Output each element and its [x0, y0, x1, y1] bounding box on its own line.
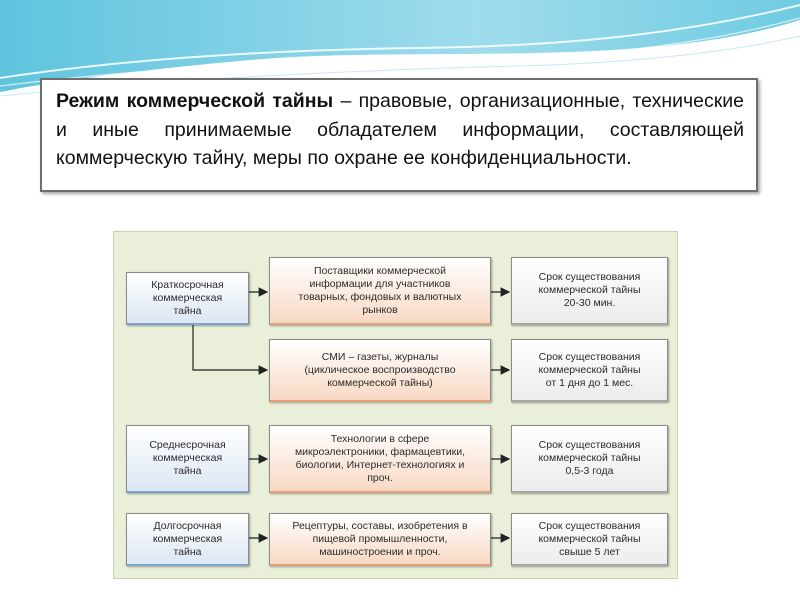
duration-long: Срок существования коммерческой тайны св…	[511, 513, 668, 566]
term-medium: Среднесрочная коммерческая тайна	[126, 425, 249, 493]
definition-box: Режим коммерческой тайны – правовые, орг…	[40, 78, 758, 192]
connector-arrows	[192, 287, 511, 543]
source-technologies: Технологии в сфере микроэлектроники, фар…	[269, 425, 491, 493]
duration-days: Срок существования коммерческой тайны от…	[511, 339, 668, 402]
source-commodity-markets: Поставщики коммерческой информации для у…	[269, 257, 491, 325]
duration-years: Срок существования коммерческой тайны 0,…	[511, 425, 668, 493]
source-recipes: Рецептуры, составы, изобретения в пищево…	[269, 513, 491, 566]
duration-minutes: Срок существования коммерческой тайны 20…	[511, 257, 668, 325]
source-media: СМИ – газеты, журналы (циклическое воспр…	[269, 339, 491, 402]
term-long: Долгосрочная коммерческая тайна	[126, 513, 249, 566]
definition-text: – правовые, организационные, технические…	[56, 90, 745, 169]
trade-secret-diagram: Краткосрочная коммерческая тайна Среднес…	[113, 231, 678, 579]
term-short: Краткосрочная коммерческая тайна	[126, 272, 249, 325]
definition-term: Режим коммерческой тайны	[56, 90, 334, 112]
